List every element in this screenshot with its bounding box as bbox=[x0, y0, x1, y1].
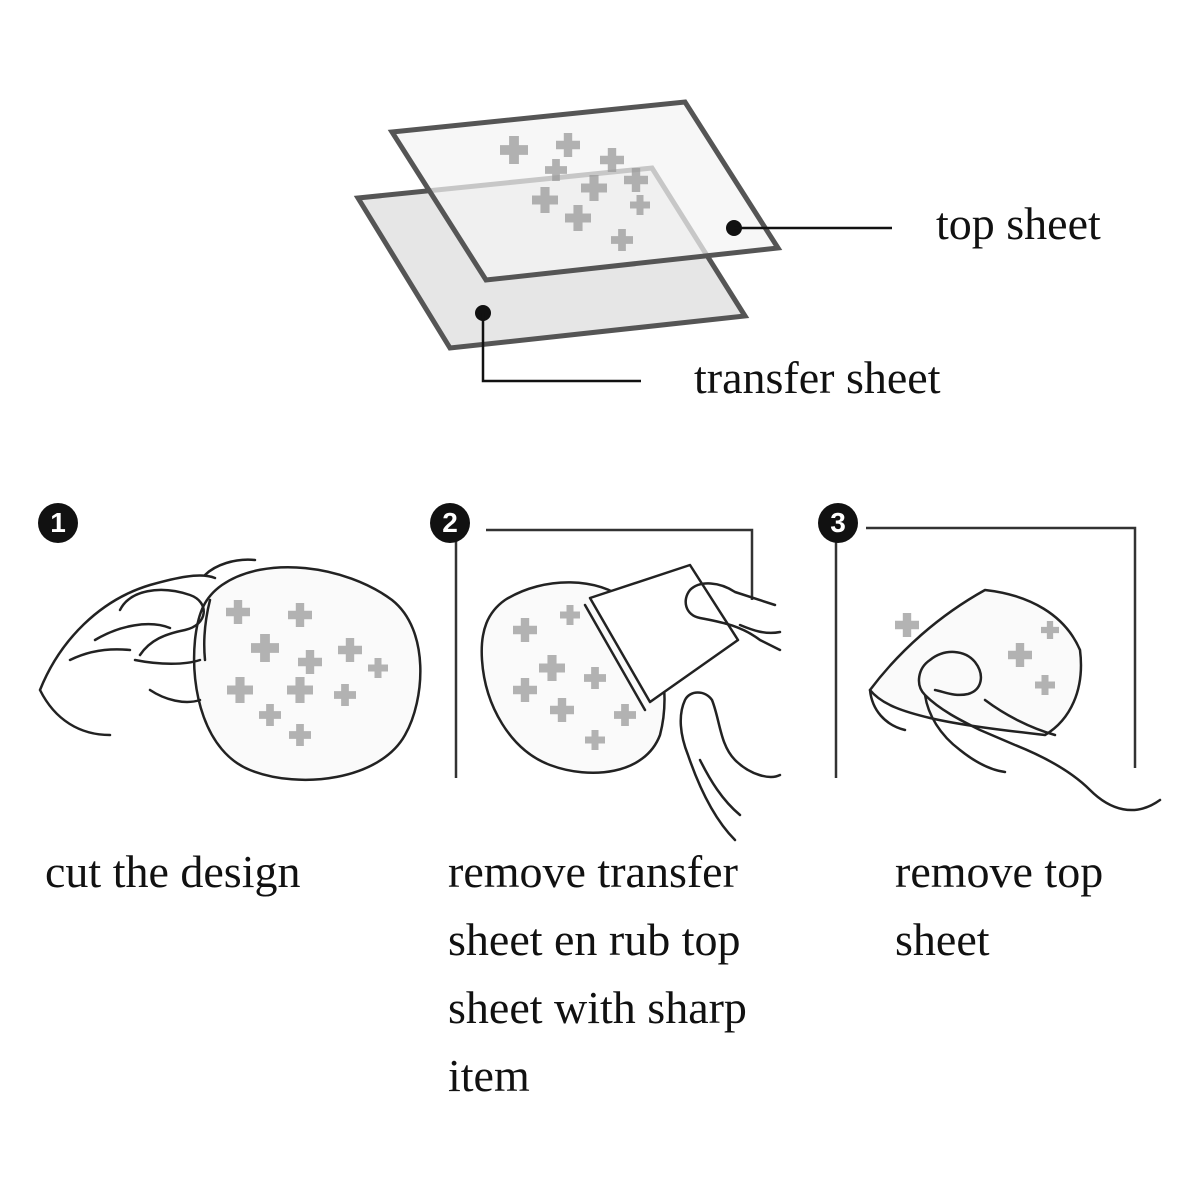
cross-flower-icon bbox=[556, 133, 580, 157]
cross-flower-icon bbox=[895, 613, 919, 637]
cross-flower-icon bbox=[287, 677, 313, 703]
step-1-illustration bbox=[38, 558, 422, 781]
cross-flower-icon bbox=[565, 205, 591, 231]
step-3-badge: 3 bbox=[818, 503, 858, 543]
cross-flower-icon bbox=[368, 658, 388, 678]
step-2-caption: remove transfer sheet en rub top sheet w… bbox=[448, 846, 747, 1101]
step-2-badge: 2 bbox=[430, 503, 470, 543]
cross-flower-pattern-icon bbox=[500, 133, 650, 251]
step-1-badge: 1 bbox=[38, 503, 78, 543]
step-2-upper-hand-icon bbox=[684, 582, 782, 652]
step-2-pattern-icon bbox=[513, 605, 636, 750]
cross-flower-icon bbox=[298, 650, 322, 674]
top-sheet-label: top sheet bbox=[936, 198, 1101, 249]
step-3-pattern-icon bbox=[895, 613, 1059, 695]
step-3-caption: remove top sheet bbox=[895, 846, 1104, 965]
cross-flower-icon bbox=[1041, 621, 1059, 639]
step-2-frame-top bbox=[486, 528, 754, 600]
cross-flower-icon bbox=[1035, 675, 1055, 695]
sheet-layers-illustration bbox=[353, 99, 892, 383]
cross-flower-icon bbox=[630, 195, 650, 215]
step-1-caption: cut the design bbox=[45, 846, 301, 897]
cross-flower-icon bbox=[532, 187, 558, 213]
cross-flower-icon bbox=[513, 618, 537, 642]
cross-flower-icon bbox=[1008, 643, 1032, 667]
cross-flower-icon bbox=[334, 684, 356, 706]
step-3-frame-top bbox=[866, 526, 1137, 768]
cross-flower-icon bbox=[560, 605, 580, 625]
step-2-illustration bbox=[480, 563, 782, 842]
cross-flower-icon bbox=[338, 638, 362, 662]
cross-flower-icon bbox=[288, 603, 312, 627]
transfer-sheet-label: transfer sheet bbox=[694, 352, 941, 403]
cross-flower-icon bbox=[226, 600, 250, 624]
cross-flower-icon bbox=[584, 667, 606, 689]
cross-flower-icon bbox=[611, 229, 633, 251]
cross-flower-icon bbox=[513, 678, 537, 702]
cross-flower-icon bbox=[545, 159, 567, 181]
cross-flower-icon bbox=[585, 730, 605, 750]
step-1-pattern-icon bbox=[226, 600, 388, 746]
step-2-lower-hand-icon bbox=[679, 691, 782, 842]
transfer-sheet-leader-line bbox=[481, 313, 641, 383]
cross-flower-icon bbox=[259, 704, 281, 726]
step-2-transfer-sheet bbox=[588, 563, 740, 704]
cross-flower-icon bbox=[600, 148, 624, 172]
step-3-illustration bbox=[868, 588, 1162, 812]
cross-flower-icon bbox=[614, 704, 636, 726]
cross-flower-icon bbox=[289, 724, 311, 746]
cross-flower-icon bbox=[251, 634, 279, 662]
cross-flower-icon bbox=[581, 175, 607, 201]
cross-flower-icon bbox=[539, 655, 565, 681]
step-3-hand-icon bbox=[917, 650, 1162, 812]
step-1-hand-icon bbox=[38, 574, 217, 737]
cross-flower-icon bbox=[624, 168, 648, 192]
cross-flower-icon bbox=[550, 698, 574, 722]
cross-flower-icon bbox=[500, 136, 528, 164]
cross-flower-icon bbox=[227, 677, 253, 703]
